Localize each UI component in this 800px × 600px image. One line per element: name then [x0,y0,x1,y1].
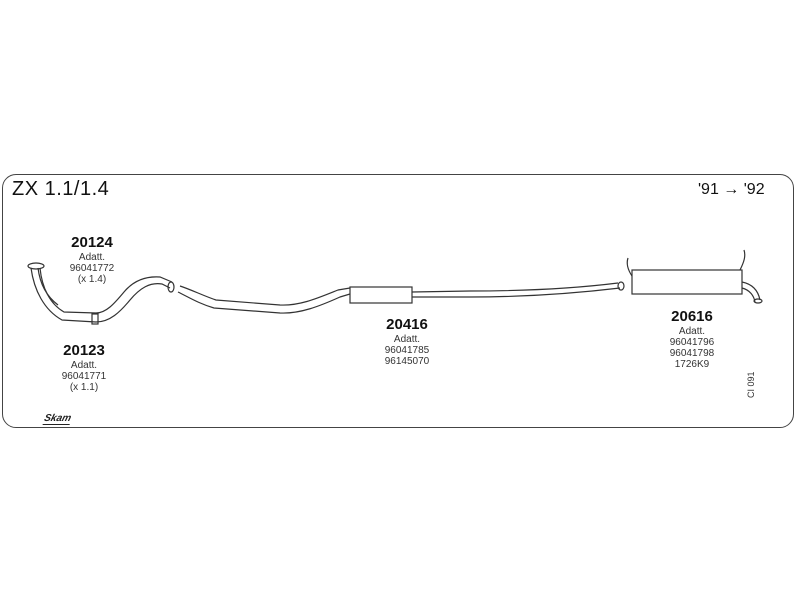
part-label-20124: 20124 Adatt. 96041772 (x 1.4) [60,234,124,285]
year-range: '91 → '92 [698,181,765,198]
middle-pipe-20416 [177,291,351,314]
model-title: ZX 1.1/1.4 [12,178,110,200]
part-number: 20124 [71,234,113,251]
part-label-20616: 20616 Adatt. 96041796 96041798 1726K9 [660,308,724,370]
part-line: 96041798 [669,348,715,359]
front-pipe-branch [37,267,59,306]
part-line: 96041772 [69,263,115,274]
middle-pipe-outlet [617,281,625,291]
brand-logo: Skam [42,413,73,425]
part-label-20416: 20416 Adatt. 96041785 96145070 [375,316,439,367]
part-label-20123: 20123 Adatt. 96041771 (x 1.1) [52,342,116,393]
rear-tailpipe-outlet [753,298,763,304]
part-line: 1726K9 [674,359,710,370]
part-number: 20416 [386,316,428,333]
part-line: Adatt. [393,334,421,345]
middle-pipe-rear-inner [411,282,619,293]
part-line: 96041771 [61,371,107,382]
front-pipe-clamp [91,313,99,325]
front-pipe-outlet [167,281,175,293]
diagram-code: CI 091 [746,371,756,398]
part-number: 20123 [63,342,105,359]
part-line: Adatt. [678,326,706,337]
part-line: 96041796 [669,337,715,348]
rear-tailpipe [741,281,761,301]
part-line: Adatt. [78,252,106,263]
diagram-frame [2,174,794,428]
middle-pipe-20416-inner [179,285,351,306]
part-line: (x 1.4) [77,274,107,285]
front-pipe-flange [27,262,45,270]
part-line: 96041785 [384,345,430,356]
middle-silencer [349,286,413,304]
rear-silencer-20616 [631,269,743,295]
rear-tailpipe-inner [741,287,756,303]
part-line: (x 1.1) [69,382,99,393]
front-pipe-20123 [30,267,171,323]
middle-pipe-rear [412,287,621,298]
part-number: 20616 [671,308,713,325]
part-line: 96145070 [384,356,430,367]
part-line: Adatt. [70,360,98,371]
rear-silencer-hanger [739,249,746,271]
rear-silencer-inlet [626,257,633,277]
